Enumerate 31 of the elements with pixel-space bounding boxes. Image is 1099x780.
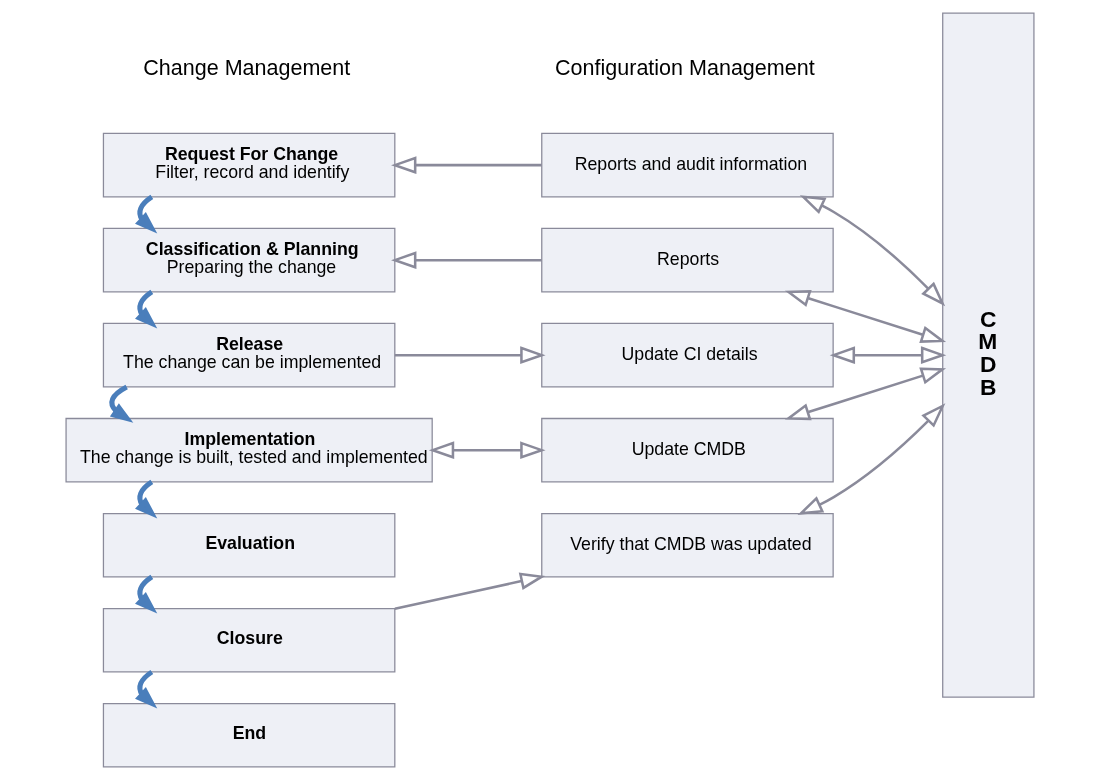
arrow [799, 195, 945, 307]
arrow [134, 669, 157, 709]
arrow [428, 441, 546, 460]
node-box: Reports and audit information [540, 132, 834, 198]
node-box: Release The change can be implemented [102, 322, 395, 388]
node-box: Implementation The change is built, tested and implemented [64, 417, 433, 483]
arrow [394, 346, 546, 365]
arrow [134, 479, 157, 519]
label: Configuration Management [554, 56, 815, 81]
node-box: Closure [102, 607, 395, 673]
node-box: Update CI details [540, 322, 834, 388]
node-box: End [102, 702, 395, 768]
arrow [829, 346, 946, 365]
arrow [134, 289, 157, 329]
arrow [390, 156, 542, 174]
node-box: Reports [540, 227, 834, 293]
arrow [134, 574, 157, 614]
arrow [784, 290, 946, 343]
arrow [784, 367, 946, 421]
node-box: Request For Change Filter, record and identify [102, 132, 395, 198]
node-box: Classification & Planning Preparing the change [102, 227, 395, 293]
arrow [796, 403, 945, 515]
arrow [108, 384, 133, 423]
node-box: CMDB [941, 12, 1035, 698]
arrow [134, 194, 157, 234]
node-box: Update CMDB [540, 417, 834, 483]
node-box: Evaluation [102, 512, 395, 578]
arrow [394, 572, 545, 610]
arrow [390, 251, 542, 270]
label: Change Management [142, 56, 350, 81]
node-box: Verify that CMDB was updated [540, 512, 834, 578]
